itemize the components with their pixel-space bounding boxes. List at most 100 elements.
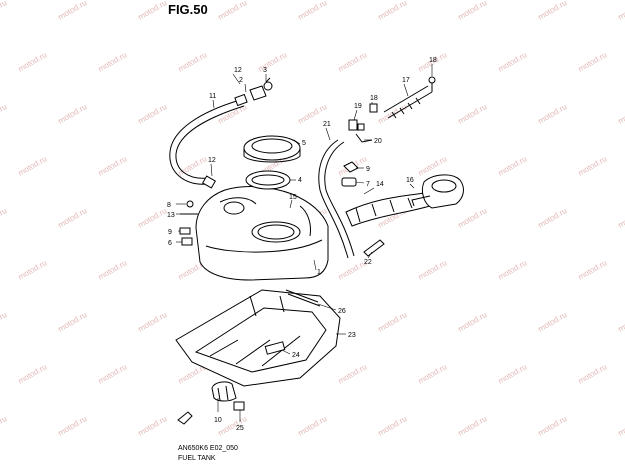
watermark-text: motod.ru (537, 310, 569, 334)
watermark-text: motod.ru (97, 362, 129, 386)
callout-p7: 7 (366, 181, 370, 188)
watermark-text: motod.ru (377, 0, 409, 22)
callout-p10: 10 (214, 417, 222, 424)
watermark-text: motod.ru (177, 154, 209, 178)
callout-p3: 3 (263, 67, 267, 74)
watermark-text: motod.ru (257, 50, 289, 74)
watermark-text: motod.ru (17, 154, 49, 178)
callout-p13: 13 (167, 212, 175, 219)
watermark-text: motod.ru (617, 0, 625, 22)
watermark-text: motod.ru (137, 206, 169, 230)
watermark-text: motod.ru (497, 362, 529, 386)
watermark-text: motod.ru (537, 102, 569, 126)
watermark-text: motod.ru (617, 102, 625, 126)
callout-p6: 6 (168, 240, 172, 247)
figure-model-code: AN650K6 E02_050 (178, 445, 238, 452)
watermark-text: motod.ru (417, 154, 449, 178)
callout-p21: 21 (323, 121, 331, 128)
watermark-text: motod.ru (457, 310, 489, 334)
cushion-10 (211, 381, 237, 402)
callout-p4: 4 (298, 177, 302, 184)
watermark-text: motod.ru (17, 258, 49, 282)
watermark-text: motod.ru (417, 362, 449, 386)
callout-p12a: 12 (208, 157, 216, 164)
watermark-text: motod.ru (57, 0, 89, 22)
callout-p16: 16 (406, 177, 414, 184)
watermark-text: motod.ru (0, 414, 8, 438)
watermark-text: motod.ru (577, 154, 609, 178)
watermark-text: motod.ru (177, 50, 209, 74)
callout-p25: 25 (236, 425, 244, 432)
breather-hose-17 (383, 85, 429, 113)
watermark-text: motod.ru (537, 414, 569, 438)
watermark-text: motod.ru (297, 414, 329, 438)
callout-p15: 15 (289, 194, 297, 201)
callout-p14: 14 (376, 181, 384, 188)
watermark-text: motod.ru (0, 206, 8, 230)
callout-p24: 24 (292, 352, 300, 359)
fuel-tank (195, 186, 329, 281)
watermark-text: motod.ru (377, 414, 409, 438)
callout-p9b: 9 (366, 166, 370, 173)
watermark-text: motod.ru (457, 206, 489, 230)
callout-p11: 11 (209, 93, 216, 100)
callout-p17: 17 (402, 77, 410, 84)
watermark-text: motod.ru (377, 310, 409, 334)
gasket (245, 170, 291, 190)
watermark-text: motod.ru (417, 258, 449, 282)
fuel-hose-11 (169, 99, 241, 185)
watermark-text: motod.ru (137, 0, 169, 22)
callout-p12b: 12 (234, 67, 242, 74)
watermark-text: motod.ru (497, 154, 529, 178)
watermark-text: motod.ru (17, 362, 49, 386)
leader-lines (176, 64, 433, 422)
watermark-text: motod.ru (337, 50, 369, 74)
callout-p19: 19 (354, 103, 362, 110)
clip-22 (363, 239, 385, 257)
hose-21 (318, 139, 349, 259)
watermark-text: motod.ru (137, 414, 169, 438)
watermark-text: motod.ru (57, 310, 89, 334)
figure-name: FUEL TANK (178, 455, 216, 462)
front-arrow-icon (177, 411, 193, 425)
watermark-text: motod.ru (137, 102, 169, 126)
watermark-text: motod.ru (17, 50, 49, 74)
callout-p26: 26 (338, 308, 346, 315)
watermark-text: motod.ru (57, 414, 89, 438)
watermark-text: motod.ru (0, 310, 8, 334)
watermark-text: motod.ru (577, 50, 609, 74)
watermark-text: motod.ru (457, 0, 489, 22)
watermark-text: motod.ru (617, 310, 625, 334)
watermark-text: motod.ru (297, 0, 329, 22)
rod-26 (285, 289, 319, 303)
watermark-text: motod.ru (617, 414, 625, 438)
watermark-text: motod.ru (577, 258, 609, 282)
watermark-text: motod.ru (57, 206, 89, 230)
callout-p18b: 18 (429, 57, 437, 64)
callout-p18a: 18 (370, 95, 378, 102)
callout-p22: 22 (364, 259, 372, 266)
watermark-text: motod.ru (617, 206, 625, 230)
watermark-text: motod.ru (97, 258, 129, 282)
watermark-text: motod.ru (497, 50, 529, 74)
watermark-text: motod.ru (577, 362, 609, 386)
watermark-text: motod.ru (57, 102, 89, 126)
watermark-text: motod.ru (497, 258, 529, 282)
watermark-text: motod.ru (0, 102, 8, 126)
watermark-text: motod.ru (537, 0, 569, 22)
figure-title: FIG.50 (168, 2, 208, 17)
callout-p20: 20 (374, 138, 382, 145)
watermark-text: motod.ru (457, 102, 489, 126)
callout-p9a: 9 (168, 229, 172, 236)
callout-p2: 2 (239, 77, 243, 84)
watermark-text: motod.ru (137, 310, 169, 334)
watermark-text: motod.ru (0, 0, 8, 22)
callout-p1: 1 (317, 269, 321, 276)
watermark-text: motod.ru (457, 414, 489, 438)
watermark-text: motod.ru (97, 154, 129, 178)
watermark-text: motod.ru (337, 362, 369, 386)
callout-p8: 8 (167, 202, 171, 209)
watermark-text: motod.ru (537, 206, 569, 230)
watermark-text: motod.ru (97, 50, 129, 74)
